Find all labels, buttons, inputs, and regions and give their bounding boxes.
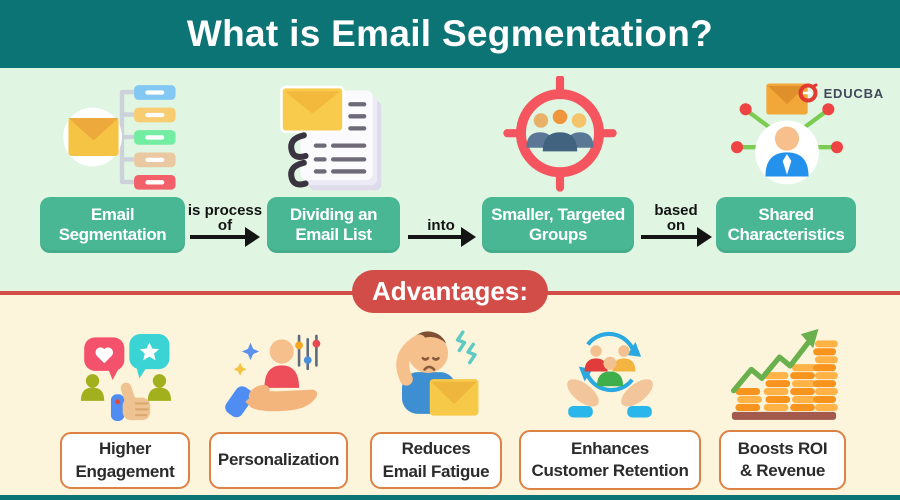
advantages-badge: Advantages: (352, 270, 548, 313)
engagement-icon (70, 324, 182, 426)
flow-arrow-icon (190, 227, 260, 247)
step-email-segmentation: Email Segmentation (40, 197, 185, 253)
step-label-line: Dividing an (289, 204, 378, 224)
connector-label-based-on: based on (654, 202, 698, 234)
bottom-border (0, 495, 900, 500)
person-network-icon (722, 80, 852, 192)
step-label-line: Characteristics (727, 225, 845, 244)
step-dividing-email-list: Dividing an Email List (267, 197, 400, 253)
brand-name: EDUCBA (823, 85, 884, 101)
advantages-title: Advantages: (371, 276, 529, 306)
advantage-higher-engagement: Higher Engagement (60, 432, 190, 489)
step-label-line: Groups (528, 225, 588, 244)
email-fatigue-icon (378, 320, 492, 426)
brand-logo: EDUCBA (797, 82, 884, 104)
step-smaller-targeted-groups: Smaller, Targeted Groups (482, 197, 634, 253)
target-groups-icon (498, 76, 622, 194)
step-label-line: Segmentation (58, 225, 167, 244)
flow-arrow-icon (641, 227, 712, 247)
flow-arrow-icon (408, 227, 476, 247)
step-shared-characteristics: Shared Characteristics (716, 197, 856, 253)
step-label-line: Smaller, Targeted (491, 204, 625, 224)
customer-retention-icon (550, 324, 670, 424)
advantage-personalization: Personalization (209, 432, 348, 489)
personalization-icon (224, 322, 336, 426)
advantage-customer-retention: Enhances Customer Retention (519, 430, 701, 490)
advantage-roi-revenue: Boosts ROI & Revenue (719, 430, 846, 490)
step-label-line: Email (90, 204, 135, 224)
advantage-reduces-email-fatigue: Reduces Email Fatigue (370, 432, 502, 489)
educba-swirl-icon (798, 83, 818, 103)
connector-label-is-process-of: is process of (187, 202, 263, 234)
email-list-icon (276, 78, 392, 194)
page-title: What is Email Segmentation? (186, 13, 714, 54)
step-label-line: Shared (758, 204, 814, 224)
header-banner: What is Email Segmentation? (0, 0, 900, 68)
roi-revenue-icon (724, 320, 844, 426)
step-label-line: Email List (295, 225, 372, 244)
connector-label-into: into (427, 217, 455, 234)
email-flowchart-icon (56, 80, 188, 194)
